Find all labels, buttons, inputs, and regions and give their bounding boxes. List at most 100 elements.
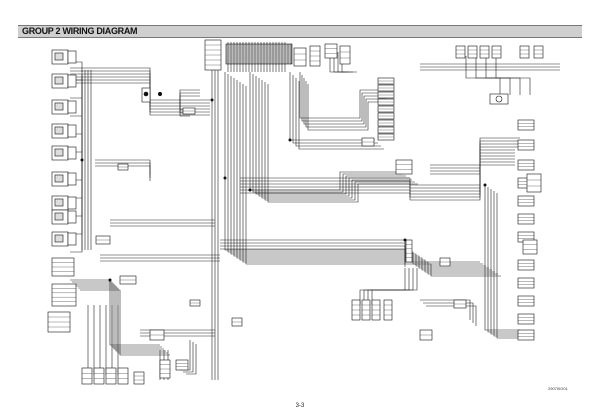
trunk-wire [495,56,531,95]
left-connector-group [51,49,77,65]
drawing-reference-number: 29070IG01 [548,386,568,391]
right-connector [517,139,535,151]
trunk-wire [295,78,381,147]
trunk-wire [426,305,477,326]
right-connector [517,277,535,289]
feeder-wire [70,61,83,72]
trunk-wire [430,143,520,172]
relay-wire [179,95,200,117]
right-connector [526,173,542,193]
junction [403,238,407,242]
sensor-connector [383,299,393,321]
left-connector-group [51,99,77,115]
trunk-wire [292,75,378,144]
trunk-wire [363,268,410,305]
inline-connector [189,299,201,307]
trunk-wire [233,78,489,269]
bottom-connector [117,367,129,385]
left-connector-group [51,145,77,161]
trunk-wire [220,248,406,267]
trunk-wire [227,74,483,265]
bottom-connector [105,367,117,385]
relay [309,45,321,67]
left-connector-group [51,73,77,89]
switch-connector [455,45,466,59]
relay-stack [377,91,395,99]
left-connector-group [51,123,77,139]
relay-block [225,43,293,65]
junction [248,188,252,192]
trunk-wire [487,187,523,333]
trunk-wire [240,155,515,192]
left-bottom-connector [51,283,77,307]
trunk-wire [465,56,501,95]
trunk-wire [239,82,495,273]
junction [108,278,112,282]
trunk-wire [72,281,162,348]
trunk-wire [485,56,521,95]
trunk-wire [240,161,515,198]
trunk-wire [186,344,197,375]
trunk-wire [367,268,414,305]
trunk-wire [475,56,511,95]
relay-stack [377,133,395,141]
switch-connector [467,45,478,59]
right-connector [517,119,535,131]
lamp-assembly [489,93,509,105]
switch-connector [491,45,502,59]
relay-stack [377,119,395,127]
trunk-wire [301,75,382,122]
component-symbols [47,39,544,385]
left-bottom-connector [47,311,71,333]
relay [293,47,307,67]
inline-connector [439,257,451,267]
trunk-wire [299,72,380,119]
right-connector [517,259,535,271]
bottom-connector [93,367,105,385]
relay-stack [377,112,395,120]
right-connector [517,295,535,307]
left-connector-group [51,209,77,225]
sensor-connector [361,299,371,321]
left-connector-group [51,231,77,247]
trunk-wire [236,80,492,271]
trunk-wire [430,137,520,166]
relay-stack [377,126,395,134]
trunk-wire [430,140,520,169]
relay [324,43,338,59]
junction [223,176,227,180]
relay [339,45,351,65]
right-connector [517,195,535,207]
left-connector [95,235,111,245]
relay-stack [377,105,395,113]
trunk-wire [245,86,501,277]
junction [288,138,292,142]
switch-connector [479,45,490,59]
trunk-wire [493,191,529,337]
inline-connector [231,317,243,327]
trunk-wire [230,76,486,267]
switch-connector [519,45,530,59]
trunk-wire [74,283,164,350]
feeder-wire [70,82,83,153]
trunk-wire [303,78,384,125]
trunk-wire [490,189,526,335]
right-connector [517,159,535,171]
bottom-connector [81,367,93,385]
trunk-wire [252,74,403,193]
inline-connector [182,107,196,115]
right-connector [517,313,535,325]
trunk-wire [224,72,480,263]
junction [210,98,214,102]
sensor-bulb [143,91,149,97]
junction [157,91,163,97]
trunk-wire [305,81,386,128]
trunk-wire [95,165,151,181]
trunk-wire [371,268,418,305]
trunk-wire [420,299,471,320]
fuse-box [204,39,222,71]
page-number: 3-3 [295,403,305,409]
section-title: GROUP 2 WIRING DIAGRAM [22,26,138,36]
